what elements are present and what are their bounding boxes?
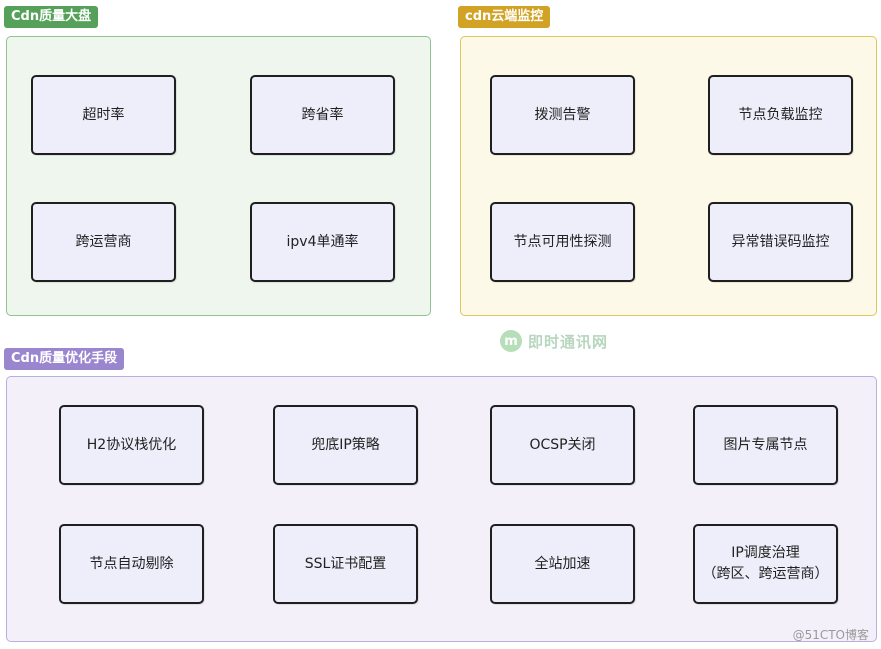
node-ipv4-single-rate: ipv4单通率	[250, 202, 395, 282]
node-cross-province-rate: 跨省率	[250, 75, 395, 155]
node-image-dedicated: 图片专属节点	[693, 405, 838, 485]
quality-dashboard-title: Cdn质量大盘	[4, 6, 99, 28]
node-error-code-monitor: 异常错误码监控	[708, 202, 853, 282]
watermark: m 即时通讯网	[500, 330, 608, 352]
optimization-title: Cdn质量优化手段	[4, 348, 125, 370]
node-fallback-ip: 兜底IP策略	[273, 405, 418, 485]
node-availability-probe: 节点可用性探测	[490, 202, 635, 282]
node-auto-remove: 节点自动剔除	[59, 524, 204, 604]
node-ocsp-off: OCSP关闭	[490, 405, 635, 485]
watermark-logo-icon: m	[500, 330, 522, 352]
node-load-monitor: 节点负载监控	[708, 75, 853, 155]
node-full-site-accel: 全站加速	[490, 524, 635, 604]
node-h2-stack: H2协议栈优化	[59, 405, 204, 485]
node-cross-isp: 跨运营商	[31, 202, 176, 282]
node-probe-alert: 拨测告警	[490, 75, 635, 155]
node-ip-scheduling: IP调度治理 （跨区、跨运营商）	[693, 524, 838, 604]
node-timeout-rate: 超时率	[31, 75, 176, 155]
watermark-text: 即时通讯网	[528, 332, 609, 351]
source-credit: @51CTO博客	[792, 628, 869, 642]
cloud-monitoring-title: cdn云端监控	[458, 6, 551, 28]
node-ssl-config: SSL证书配置	[273, 524, 418, 604]
